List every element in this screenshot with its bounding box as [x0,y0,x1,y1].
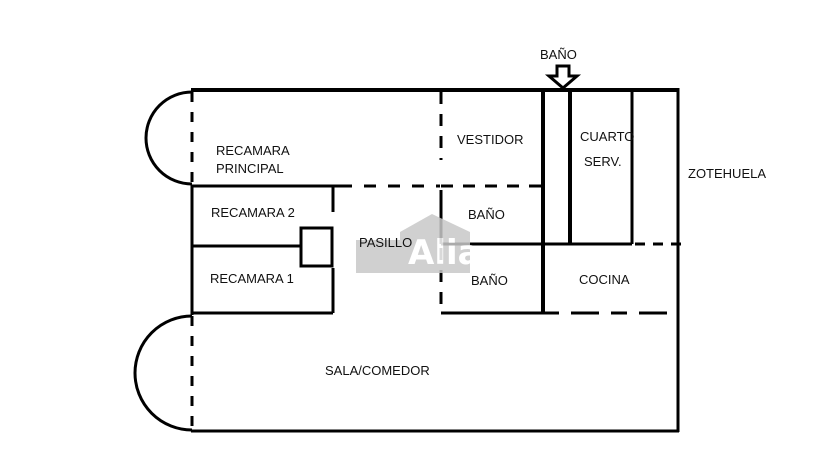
label-cocina: COCINA [579,272,630,287]
alia-watermark-logo: Alia [356,214,481,273]
label-recamara-1: RECAMARA 1 [210,271,294,286]
label-sala-comedor: SALA/COMEDOR [325,363,430,378]
closet-box [299,226,334,268]
top-bay-arc [144,90,193,186]
outer-walls [190,88,680,433]
room-labels: BAÑO RECAMARA PRINCIPAL VESTIDOR CUARTO … [210,47,766,378]
bano-arrow-icon [544,64,582,90]
label-recamara-principal-line2: PRINCIPAL [216,161,284,176]
bottom-bay-arc [133,314,193,432]
bay-windows [133,90,194,432]
label-vestidor: VESTIDOR [457,132,523,147]
service-walls [541,90,682,315]
label-bano-upper: BAÑO [468,207,505,222]
label-top-bano: BAÑO [540,47,577,62]
label-pasillo: PASILLO [359,235,412,250]
label-cuarto-line1: CUARTO [580,129,634,144]
watermark-text: Alia [408,233,481,273]
label-cuarto-line2: SERV. [584,154,622,169]
label-recamara-principal-line1: RECAMARA [216,143,290,158]
label-bano-lower: BAÑO [471,273,508,288]
label-zotehuela: ZOTEHUELA [688,166,766,181]
bedroom-walls [192,184,440,315]
label-recamara-2: RECAMARA 2 [211,205,295,220]
